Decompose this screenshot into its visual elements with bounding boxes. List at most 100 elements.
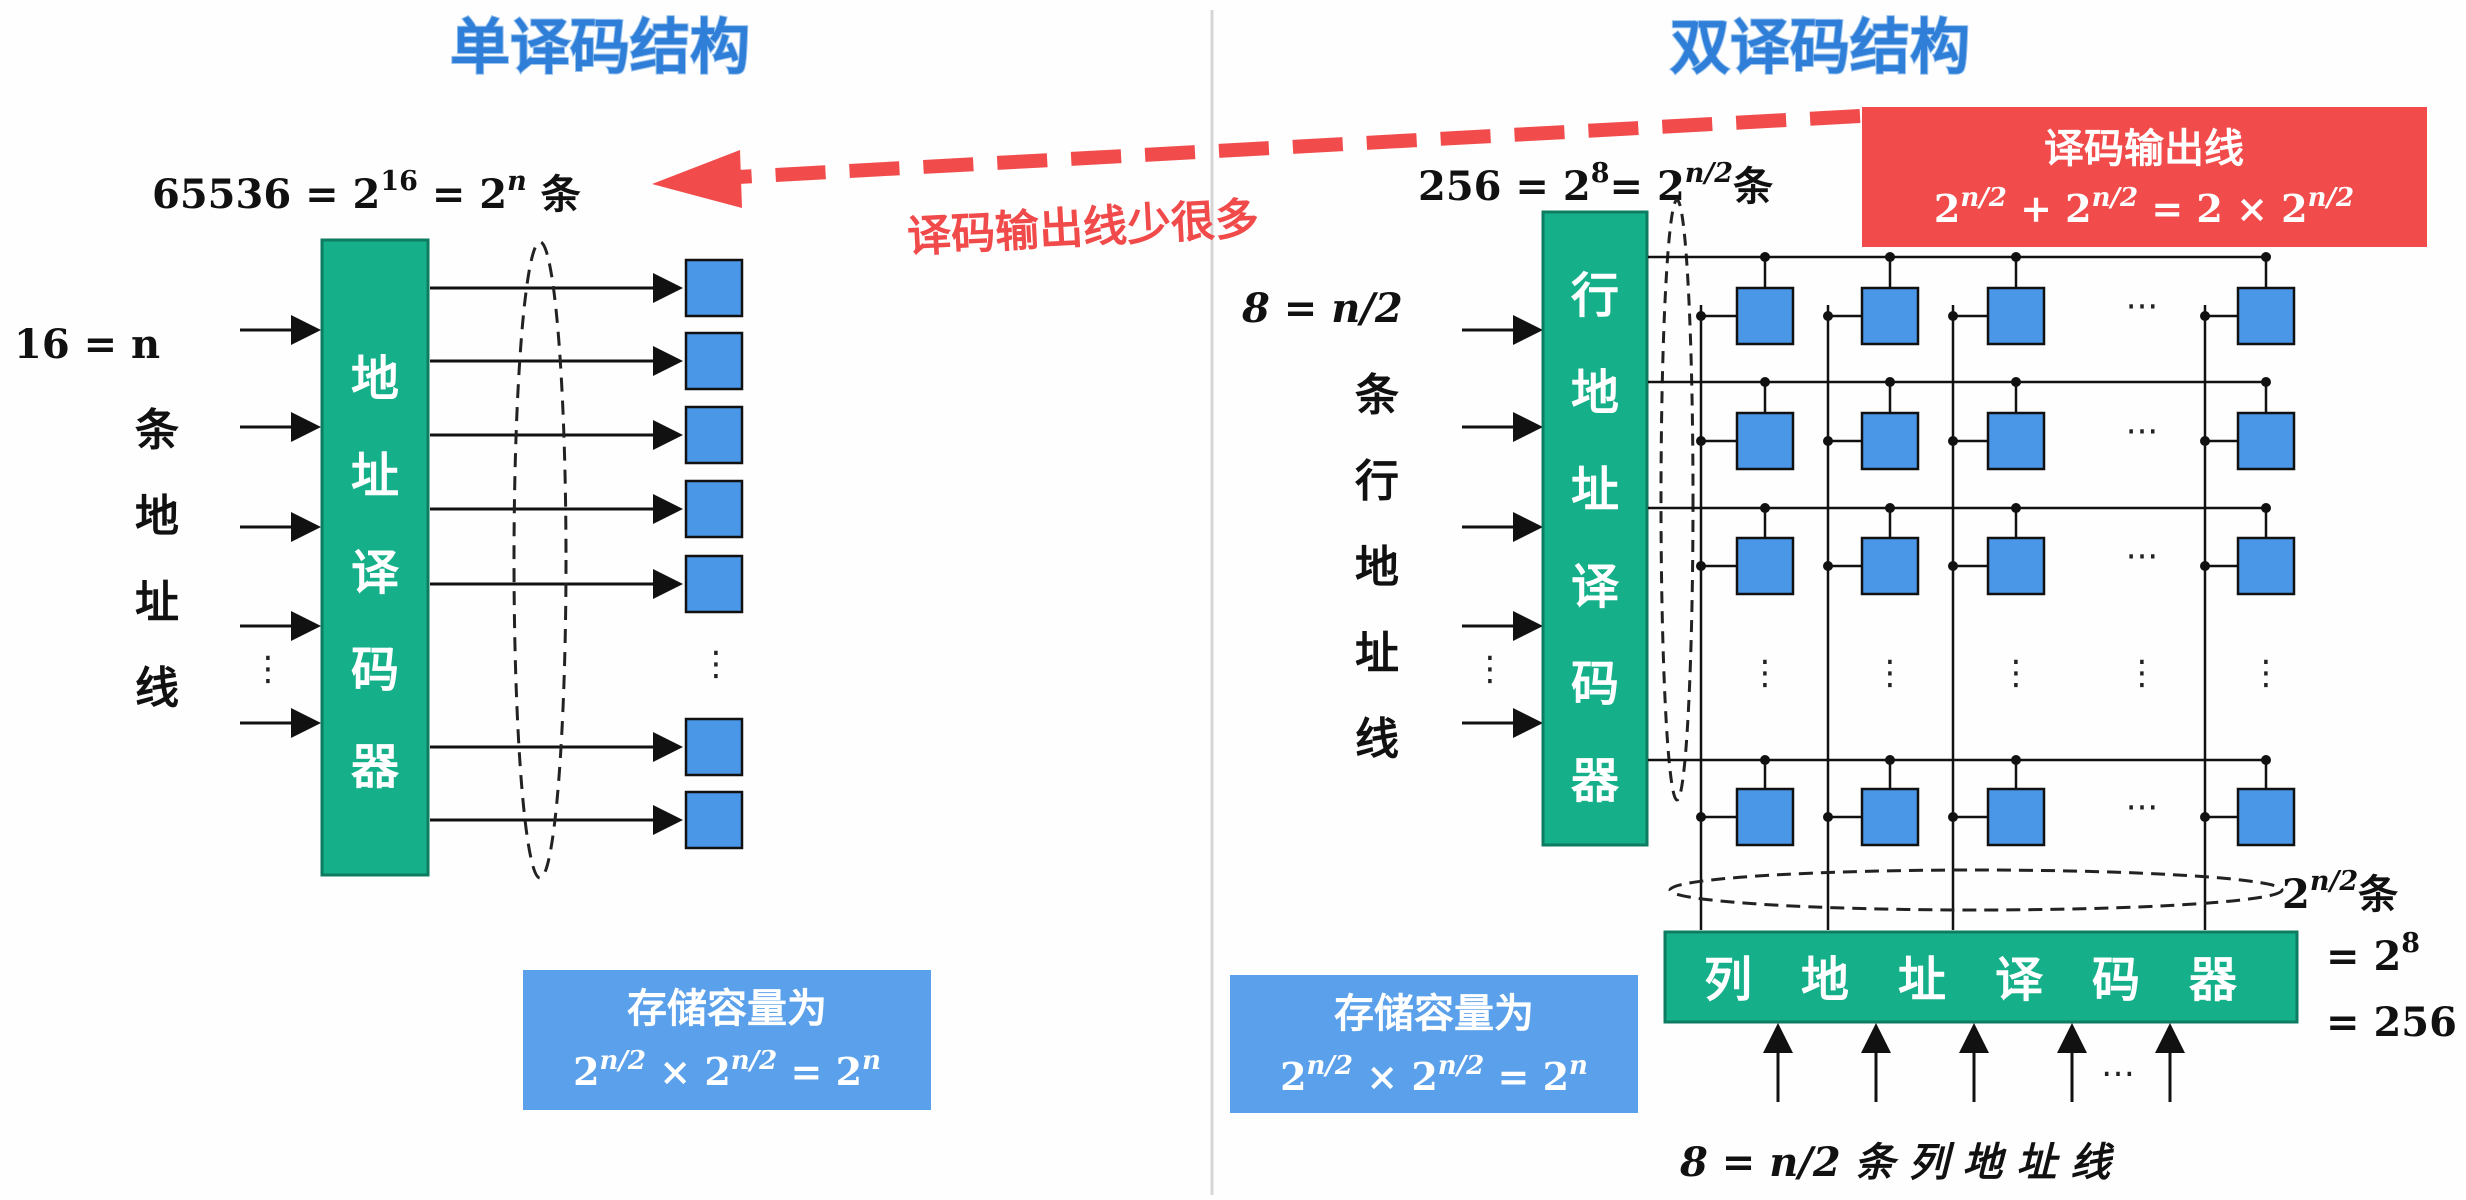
memory-cell — [684, 405, 744, 465]
column-address-decoder-char: 址 — [1898, 952, 1946, 1008]
memory-cell — [684, 258, 744, 318]
column-address-decoder-char: 列 — [1704, 952, 1752, 1008]
column-junction-dot — [1823, 561, 1833, 571]
memory-cell-matrix: ············⋮⋮⋮⋮⋮ — [1648, 252, 2296, 930]
row-address-decoder-char: 码 — [1571, 656, 1619, 712]
column-address-decoder-label: 列地址译码器 — [1704, 952, 2238, 1008]
column-junction-dot — [1823, 436, 1833, 446]
column-junction-dot — [1696, 561, 1706, 571]
memory-cell — [1735, 536, 1795, 596]
row-junction-dot — [1760, 503, 1770, 513]
right-input-arrows — [1462, 315, 1543, 738]
right-input-label-char: 条 — [1355, 370, 1399, 421]
memory-cell — [1860, 286, 1920, 346]
column-junction-dot — [1948, 812, 1958, 822]
column-junction-dot — [2200, 812, 2210, 822]
memory-cell — [1735, 286, 1795, 346]
column-input-arrows — [1763, 1023, 2185, 1102]
address-decoder-char: 码 — [351, 642, 399, 698]
row-output-bundle-ellipse — [1659, 198, 1695, 802]
memory-cell — [1860, 787, 1920, 847]
column-junction-dot — [1696, 812, 1706, 822]
column-address-decoder-char: 地 — [1801, 952, 1849, 1008]
left-input-label-char: 址 — [135, 577, 179, 628]
address-decoder-char: 址 — [351, 448, 399, 504]
column-junction-dot — [1823, 812, 1833, 822]
right-input-label-char: 线 — [1355, 714, 1399, 765]
right-input-label-char: 址 — [1355, 628, 1399, 679]
memory-cell — [684, 554, 744, 614]
address-decoder-char: 器 — [351, 739, 400, 795]
right-capacity-box: 存储容量为 2n/2 × 2n/2 = 2n — [1230, 975, 1638, 1113]
row-ellipsis: ··· — [2126, 287, 2158, 327]
left-output-count-formula: 65536 = 216 = 2n 条 — [152, 166, 581, 218]
red-box-title: 译码输出线 — [2044, 126, 2244, 172]
right-title: 双译码结构 — [1670, 13, 1970, 83]
right-row-output-count-formula: 256 = 28= 2n/2条 — [1418, 158, 1773, 210]
column-address-decoder-char: 器 — [2189, 952, 2238, 1008]
right-input-label-char: 地 — [1355, 542, 1399, 593]
column-junction-dot — [2200, 436, 2210, 446]
column-ellipsis: ⋮ — [1999, 653, 2033, 693]
red-box-formula: 2n/2 + 2n/2 = 2 × 2n/2 — [1934, 183, 2354, 231]
memory-cell — [1986, 787, 2046, 847]
column-junction-dot — [2200, 311, 2210, 321]
row-address-decoder-char: 译 — [1571, 559, 1620, 615]
memory-cell — [1986, 536, 2046, 596]
right-input-label-char: 行 — [1355, 456, 1399, 507]
row-junction-dot — [1760, 755, 1770, 765]
row-junction-dot — [2011, 755, 2021, 765]
left-title: 单译码结构 — [450, 13, 750, 83]
column-address-lines-label: 8 = n/2 条 列 地 址 线 — [1679, 1139, 2114, 1186]
left-input-count-label: 16 = n — [14, 321, 160, 368]
memory-cell — [684, 717, 744, 777]
row-junction-dot — [2261, 755, 2271, 765]
column-ellipsis: ⋮ — [1873, 653, 1907, 693]
column-junction-dot — [1696, 436, 1706, 446]
right-input-ellipsis: ⋮ — [1473, 649, 1507, 689]
column-junction-dot — [1696, 311, 1706, 321]
row-address-decoder-char: 地 — [1571, 365, 1619, 421]
left-input-ellipsis: ⋮ — [251, 649, 285, 689]
memory-cell — [684, 790, 744, 850]
memory-cell — [1735, 411, 1795, 471]
row-junction-dot — [1885, 252, 1895, 262]
row-junction-dot — [2011, 503, 2021, 513]
right-input-count-label: 8 = n/2 — [1241, 285, 1403, 332]
column-ellipsis: ⋮ — [2249, 653, 2283, 693]
address-decoder-char: 译 — [351, 545, 400, 601]
memory-cell — [1860, 536, 1920, 596]
column-junction-dot — [1823, 311, 1833, 321]
row-junction-dot — [2261, 377, 2271, 387]
row-junction-dot — [1885, 755, 1895, 765]
memory-cell — [1735, 787, 1795, 847]
memory-cell — [1986, 286, 2046, 346]
column-junction-dot — [1948, 436, 1958, 446]
column-input-ellipsis: … — [2101, 1045, 2135, 1085]
address-decoder-block — [320, 238, 430, 877]
memory-cell — [684, 479, 744, 539]
memory-cell — [1860, 411, 1920, 471]
address-decoder-char: 地 — [351, 351, 399, 407]
left-capacity-box: 存储容量为 2n/2 × 2n/2 = 2n — [523, 970, 931, 1110]
left-capacity-title: 存储容量为 — [627, 986, 827, 1032]
row-ellipsis: ··· — [2126, 412, 2158, 452]
row-address-decoder-char: 行 — [1571, 268, 1619, 324]
memory-cell — [1986, 411, 2046, 471]
row-junction-dot — [1885, 503, 1895, 513]
column-output-count-label: 2n/2条 — [2282, 866, 2398, 918]
row-junction-dot — [2261, 503, 2271, 513]
memory-cell — [2236, 787, 2296, 847]
comparison-arrow — [652, 109, 1861, 208]
memory-cell — [684, 331, 744, 391]
memory-cell — [2236, 286, 2296, 346]
row-junction-dot — [1760, 252, 1770, 262]
left-input-label-char: 条 — [135, 405, 179, 456]
left-decoder-outputs — [430, 258, 744, 850]
column-junction-dot — [2200, 561, 2210, 571]
column-junction-dot — [1948, 561, 1958, 571]
